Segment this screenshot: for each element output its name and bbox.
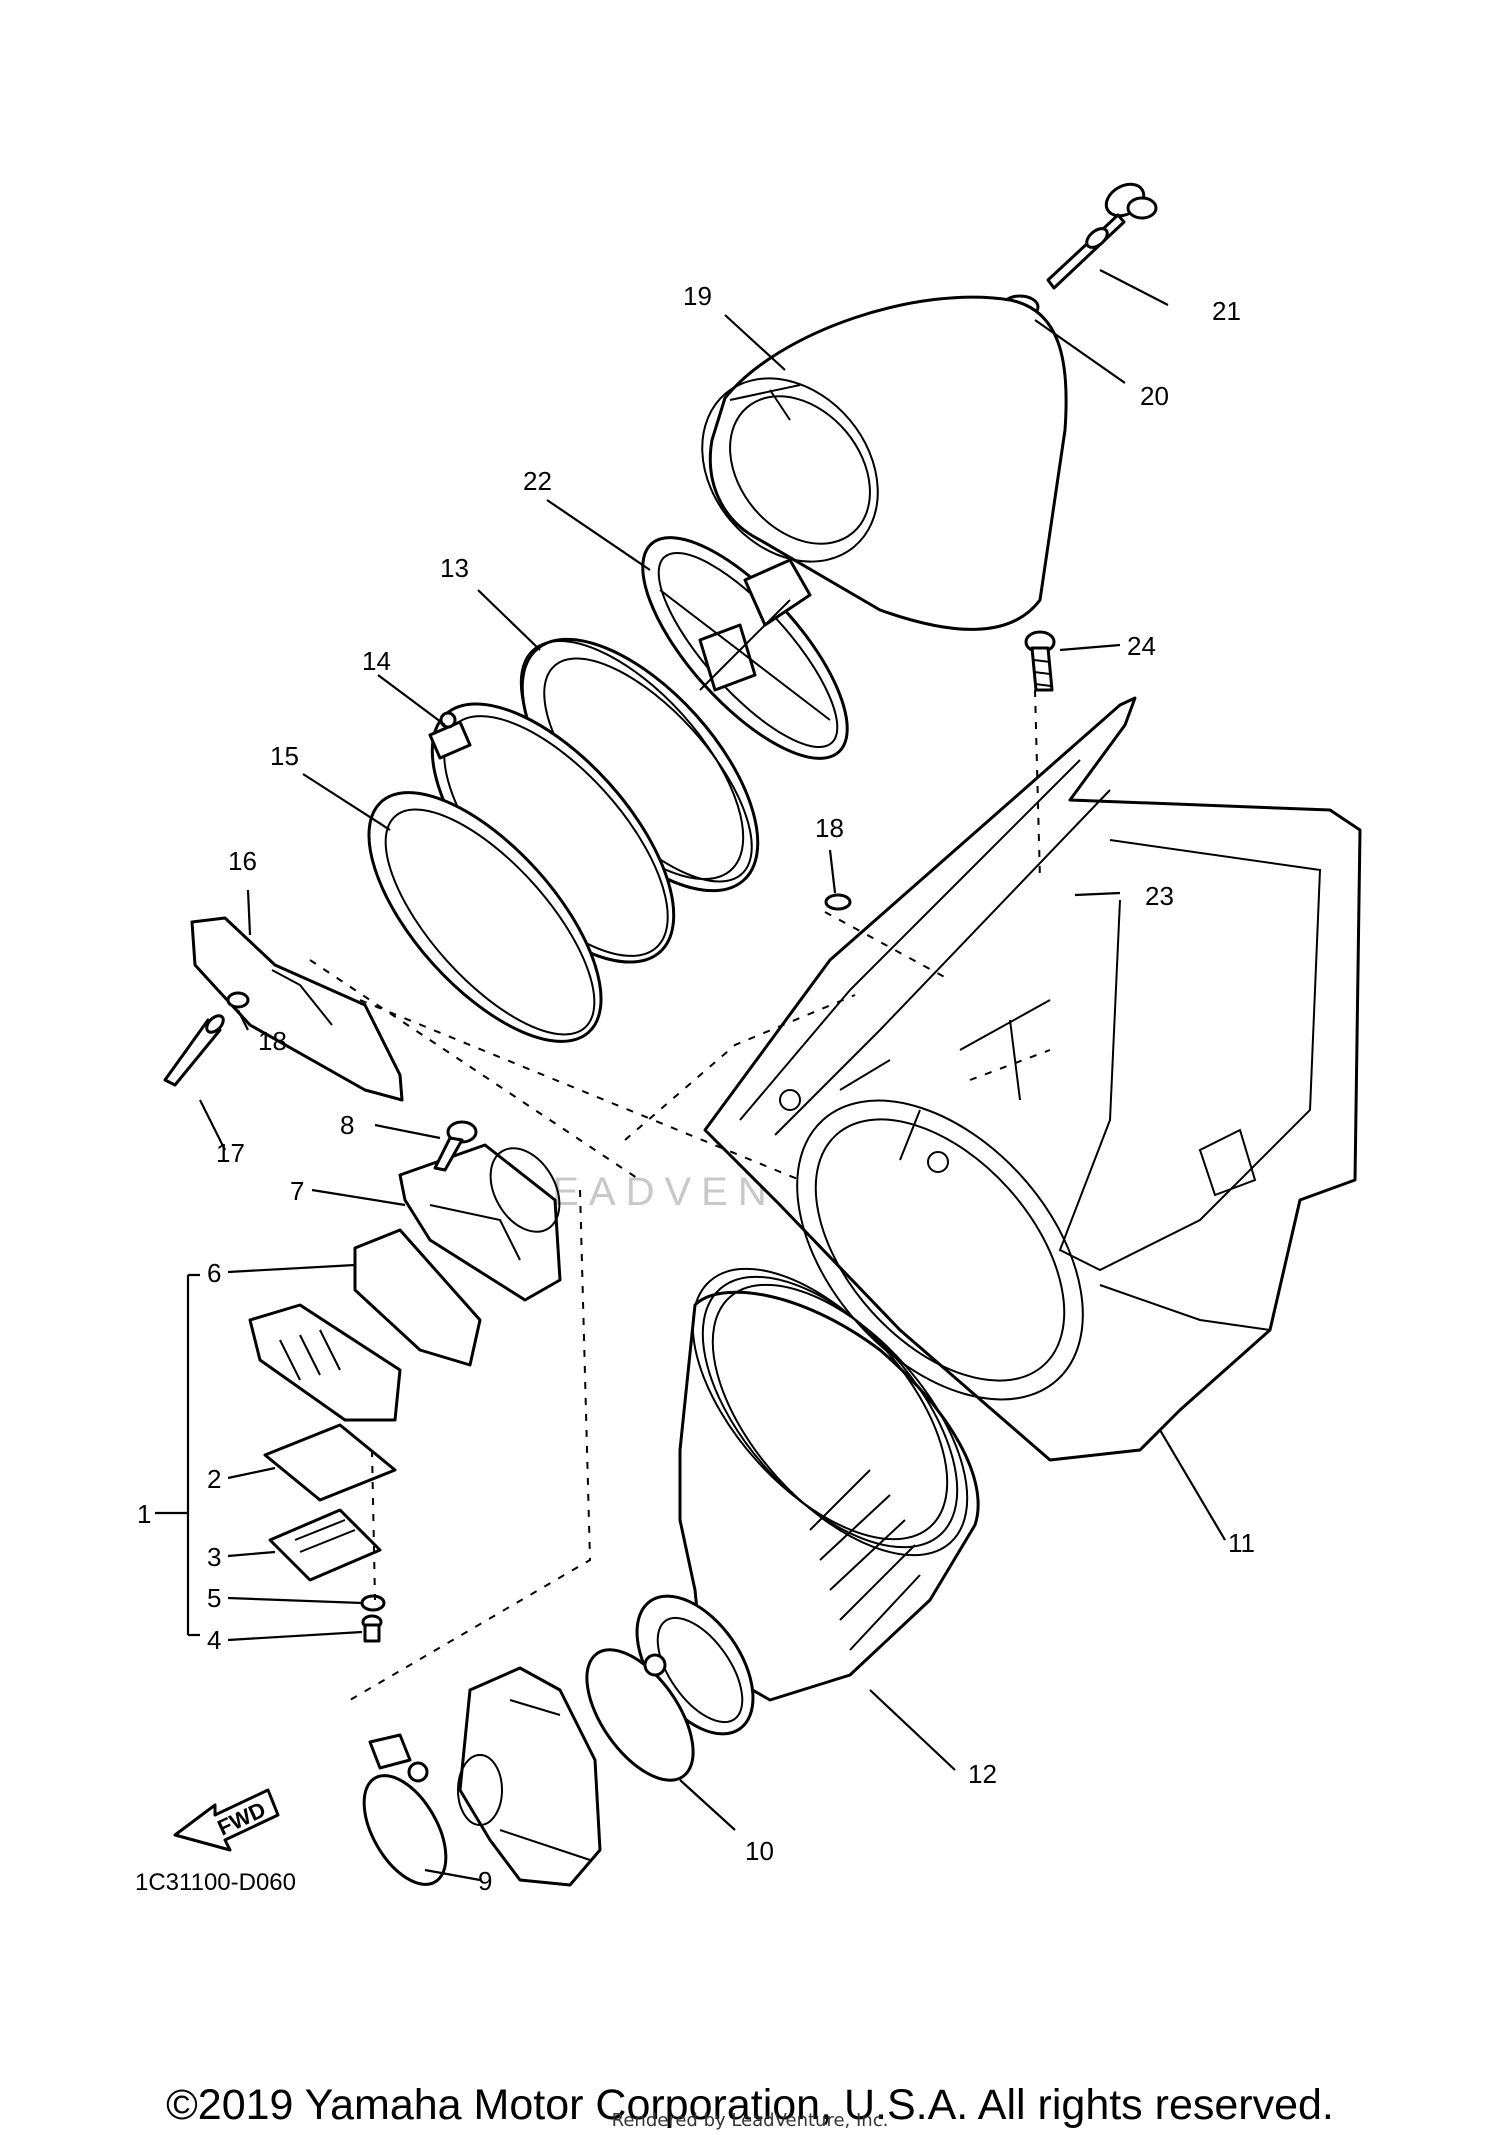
seal-ring-part-15 (367, 791, 603, 1043)
callout-17: 17 (216, 1138, 245, 1168)
bolt-part-24 (1024, 630, 1056, 692)
reed-part-2 (263, 1423, 397, 1502)
callout-23: 23 (1145, 881, 1174, 911)
diagram-code: 1C31100-D060 (135, 1869, 296, 1896)
callout-6: 6 (207, 1258, 221, 1288)
callout-8: 8 (340, 1110, 354, 1140)
callout-20: 20 (1140, 381, 1169, 411)
wing-bolt-part-21 (1046, 182, 1158, 290)
callout-14: 14 (362, 646, 391, 676)
clamp-part-9 (362, 1733, 448, 1886)
callout-15: 15 (270, 741, 299, 771)
intake-boot-part-12 (678, 1267, 980, 1702)
air-filter-element-part-19 (701, 295, 1068, 631)
callout-3: 3 (207, 1542, 221, 1572)
callout-12: 12 (968, 1759, 997, 1789)
callout-1: 1 (137, 1499, 151, 1529)
callout-5: 5 (207, 1583, 221, 1613)
callout-18-left: 18 (258, 1026, 287, 1056)
callout-numbers: 1 2 3 4 5 6 7 8 9 10 11 12 13 14 15 16 1… (137, 281, 1255, 1896)
callout-11: 11 (1228, 1528, 1255, 1558)
washer-part-18-left (226, 991, 250, 1009)
filter-guide-part-22 (641, 536, 849, 760)
callout-7: 7 (290, 1176, 304, 1206)
copyright-notice: ©2019 Yamaha Motor Corporation, U.S.A. A… (166, 2081, 1334, 2129)
callout-2: 2 (207, 1464, 221, 1494)
alignment-lines (309, 689, 1051, 1701)
callout-21: 21 (1212, 296, 1241, 326)
washer-part-5 (360, 1594, 386, 1612)
plate-part-16 (190, 916, 404, 1102)
callout-10: 10 (745, 1836, 774, 1866)
callout-22: 22 (523, 466, 552, 496)
intake-manifold-part-7 (398, 1143, 562, 1302)
fwd-arrow-icon: FWD (173, 1788, 280, 1852)
callout-19: 19 (683, 281, 712, 311)
callout-16: 16 (228, 846, 257, 876)
carburetor (457, 1666, 602, 1887)
screw-part-4 (361, 1614, 383, 1643)
callout-18-right: 18 (815, 813, 844, 843)
callout-4: 4 (207, 1625, 221, 1655)
bolt-part-8 (433, 1120, 478, 1172)
stopper-part-3 (268, 1508, 382, 1582)
callout-24: 24 (1127, 631, 1156, 661)
callout-9: 9 (478, 1866, 492, 1896)
air-box-part-11 (703, 696, 1362, 1462)
carburetor-joint-part-10 (585, 1594, 755, 1782)
leader-lines (199, 269, 1226, 1882)
washer-part-18-right (824, 893, 852, 911)
reed-valve-part-6 (248, 1228, 482, 1422)
rendered-by-notice: Rendered by LeadVenture, Inc. (611, 2110, 889, 2131)
callout-13: 13 (440, 553, 469, 583)
assembly-bracket (155, 1273, 200, 1637)
rivet-part-17 (163, 1014, 225, 1087)
